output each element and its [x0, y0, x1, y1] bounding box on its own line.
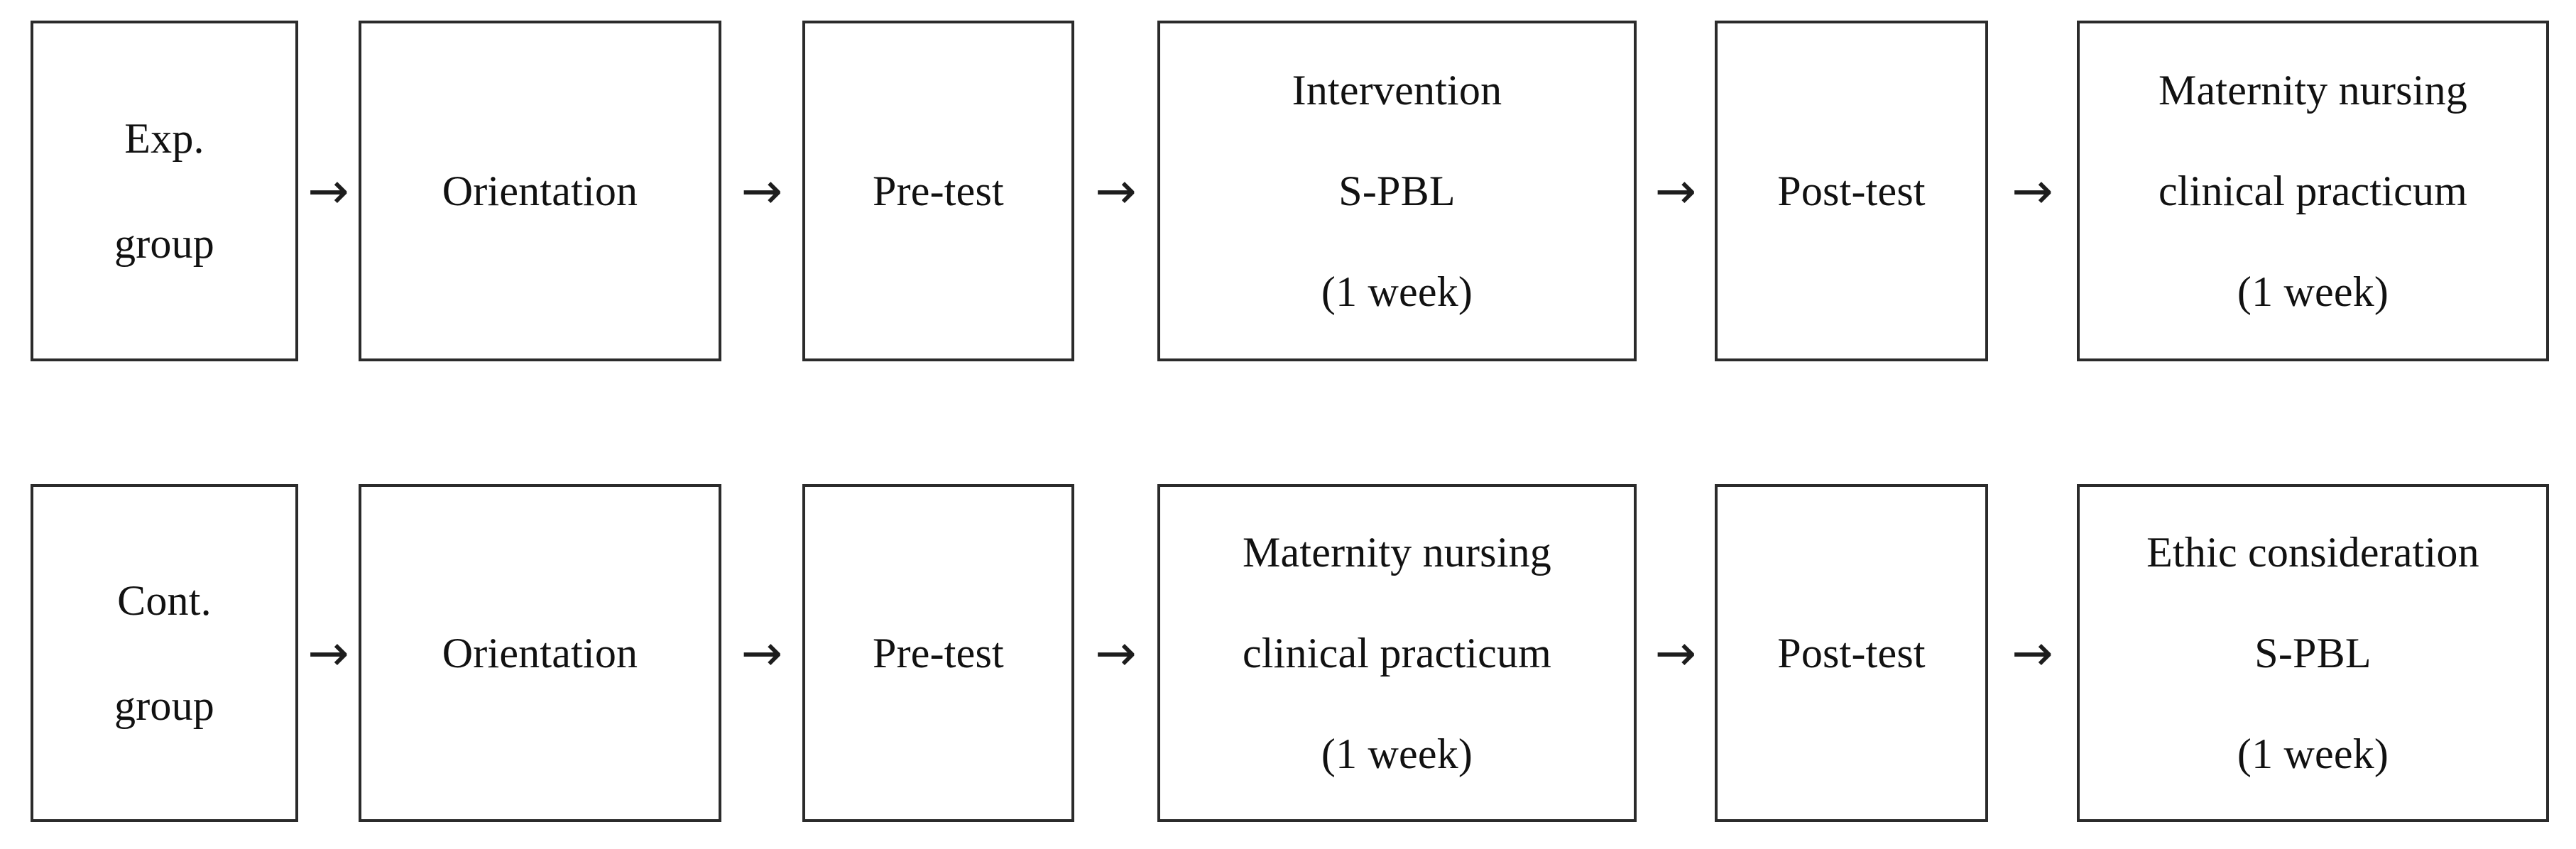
- node-line: Exp.: [124, 115, 204, 162]
- arrow-right-icon: →: [1095, 624, 1137, 682]
- arrow-right-icon: →: [1654, 162, 1697, 220]
- arrow-right-icon: →: [1654, 624, 1697, 682]
- node-line: Pre-test: [873, 168, 1004, 214]
- arrow-right-icon: →: [741, 162, 783, 220]
- node-line: clinical practicum: [1242, 630, 1552, 677]
- node-exp-posttest[interactable]: Post-test: [1715, 21, 1988, 361]
- node-line: clinical practicum: [2158, 168, 2468, 214]
- node-line: Intervention: [1292, 67, 1502, 114]
- arrow-right-icon: →: [741, 624, 783, 682]
- node-cont-orientation[interactable]: Orientation: [359, 484, 721, 822]
- node-line: Cont.: [117, 577, 212, 624]
- node-line: Post-test: [1777, 168, 1926, 214]
- node-exp-practicum[interactable]: Maternity nursing clinical practicum (1 …: [2077, 21, 2549, 361]
- arrow-right-icon: →: [307, 162, 349, 220]
- node-exp-orientation[interactable]: Orientation: [359, 21, 721, 361]
- node-cont-ethic[interactable]: Ethic consideration S-PBL (1 week): [2077, 484, 2549, 822]
- node-line: S-PBL: [1338, 168, 1456, 214]
- node-line: Orientation: [442, 168, 638, 214]
- node-cont-posttest[interactable]: Post-test: [1715, 484, 1988, 822]
- node-line: group: [114, 220, 214, 267]
- arrow-right-icon: →: [2012, 624, 2053, 682]
- flow-row-experimental: Exp. group → Orientation → Pre-test → In…: [0, 21, 2576, 361]
- node-cont-group[interactable]: Cont. group: [31, 484, 298, 822]
- node-line: Ethic consideration: [2146, 529, 2479, 576]
- arrow-right-icon: →: [1095, 162, 1137, 220]
- flow-row-control: Cont. group → Orientation → Pre-test → M…: [0, 484, 2576, 822]
- arrow-right-icon: →: [2012, 162, 2053, 220]
- node-exp-intervention[interactable]: Intervention S-PBL (1 week): [1157, 21, 1637, 361]
- arrow-right-icon: →: [307, 624, 349, 682]
- node-line: Post-test: [1777, 630, 1926, 677]
- row-leading-gap: [0, 484, 31, 822]
- node-cont-pretest[interactable]: Pre-test: [802, 484, 1074, 822]
- node-line: (1 week): [1321, 730, 1473, 777]
- node-line: (1 week): [1321, 268, 1473, 315]
- node-line: (1 week): [2237, 730, 2389, 777]
- node-line: Maternity nursing: [1242, 529, 1551, 576]
- node-line: group: [114, 682, 214, 729]
- node-line: Pre-test: [873, 630, 1004, 677]
- node-line: Maternity nursing: [2158, 67, 2467, 114]
- node-line: Orientation: [442, 630, 638, 677]
- node-exp-group[interactable]: Exp. group: [31, 21, 298, 361]
- node-cont-practicum[interactable]: Maternity nursing clinical practicum (1 …: [1157, 484, 1637, 822]
- node-line: S-PBL: [2254, 630, 2372, 677]
- node-exp-pretest[interactable]: Pre-test: [802, 21, 1074, 361]
- node-line: (1 week): [2237, 268, 2389, 315]
- row-leading-gap: [0, 21, 31, 361]
